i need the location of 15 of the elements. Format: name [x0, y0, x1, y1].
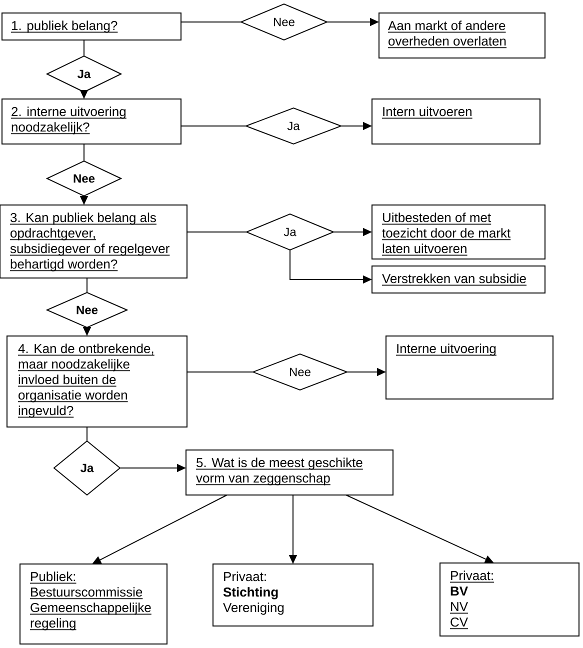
connector-line [86, 426, 88, 442]
question-box: 3. Kan publiek belang als opdrachtgever, subsidiegever of regelgever behartigd worden? [0, 204, 188, 278]
outcome-box: Privaat: Stichting Vereniging [212, 564, 374, 626]
question-box: 2. interne uitvoering noodzakelijk? [2, 98, 182, 144]
outcome-box: Verstrekken van subsidie [372, 266, 546, 294]
outcome-box: Aan markt of andere overheden overlaten [378, 12, 546, 58]
outcome-box: Intern uitvoeren [372, 98, 540, 144]
outcome-box: Publiek: Bestuurscommissie Gemeenschappelijke regeling [20, 564, 168, 644]
outcome-box: Uitbesteden of met toezicht door de markt laten uitvoeren [372, 204, 546, 260]
question-box: 4. Kan de ontbrekende, maar noodzakelijke invloed buiten de organisatie worden ingevuld? [6, 336, 188, 428]
outcome-box: Interne uitvoering [386, 336, 554, 400]
question-box: 1. publiek belang? [2, 12, 182, 40]
question-box: 5. Wat is de meest geschikte vorm van zeggenschap [186, 450, 394, 496]
connector-line [86, 278, 88, 293]
outcome-box: Privaat: BV NV CV [440, 562, 580, 636]
